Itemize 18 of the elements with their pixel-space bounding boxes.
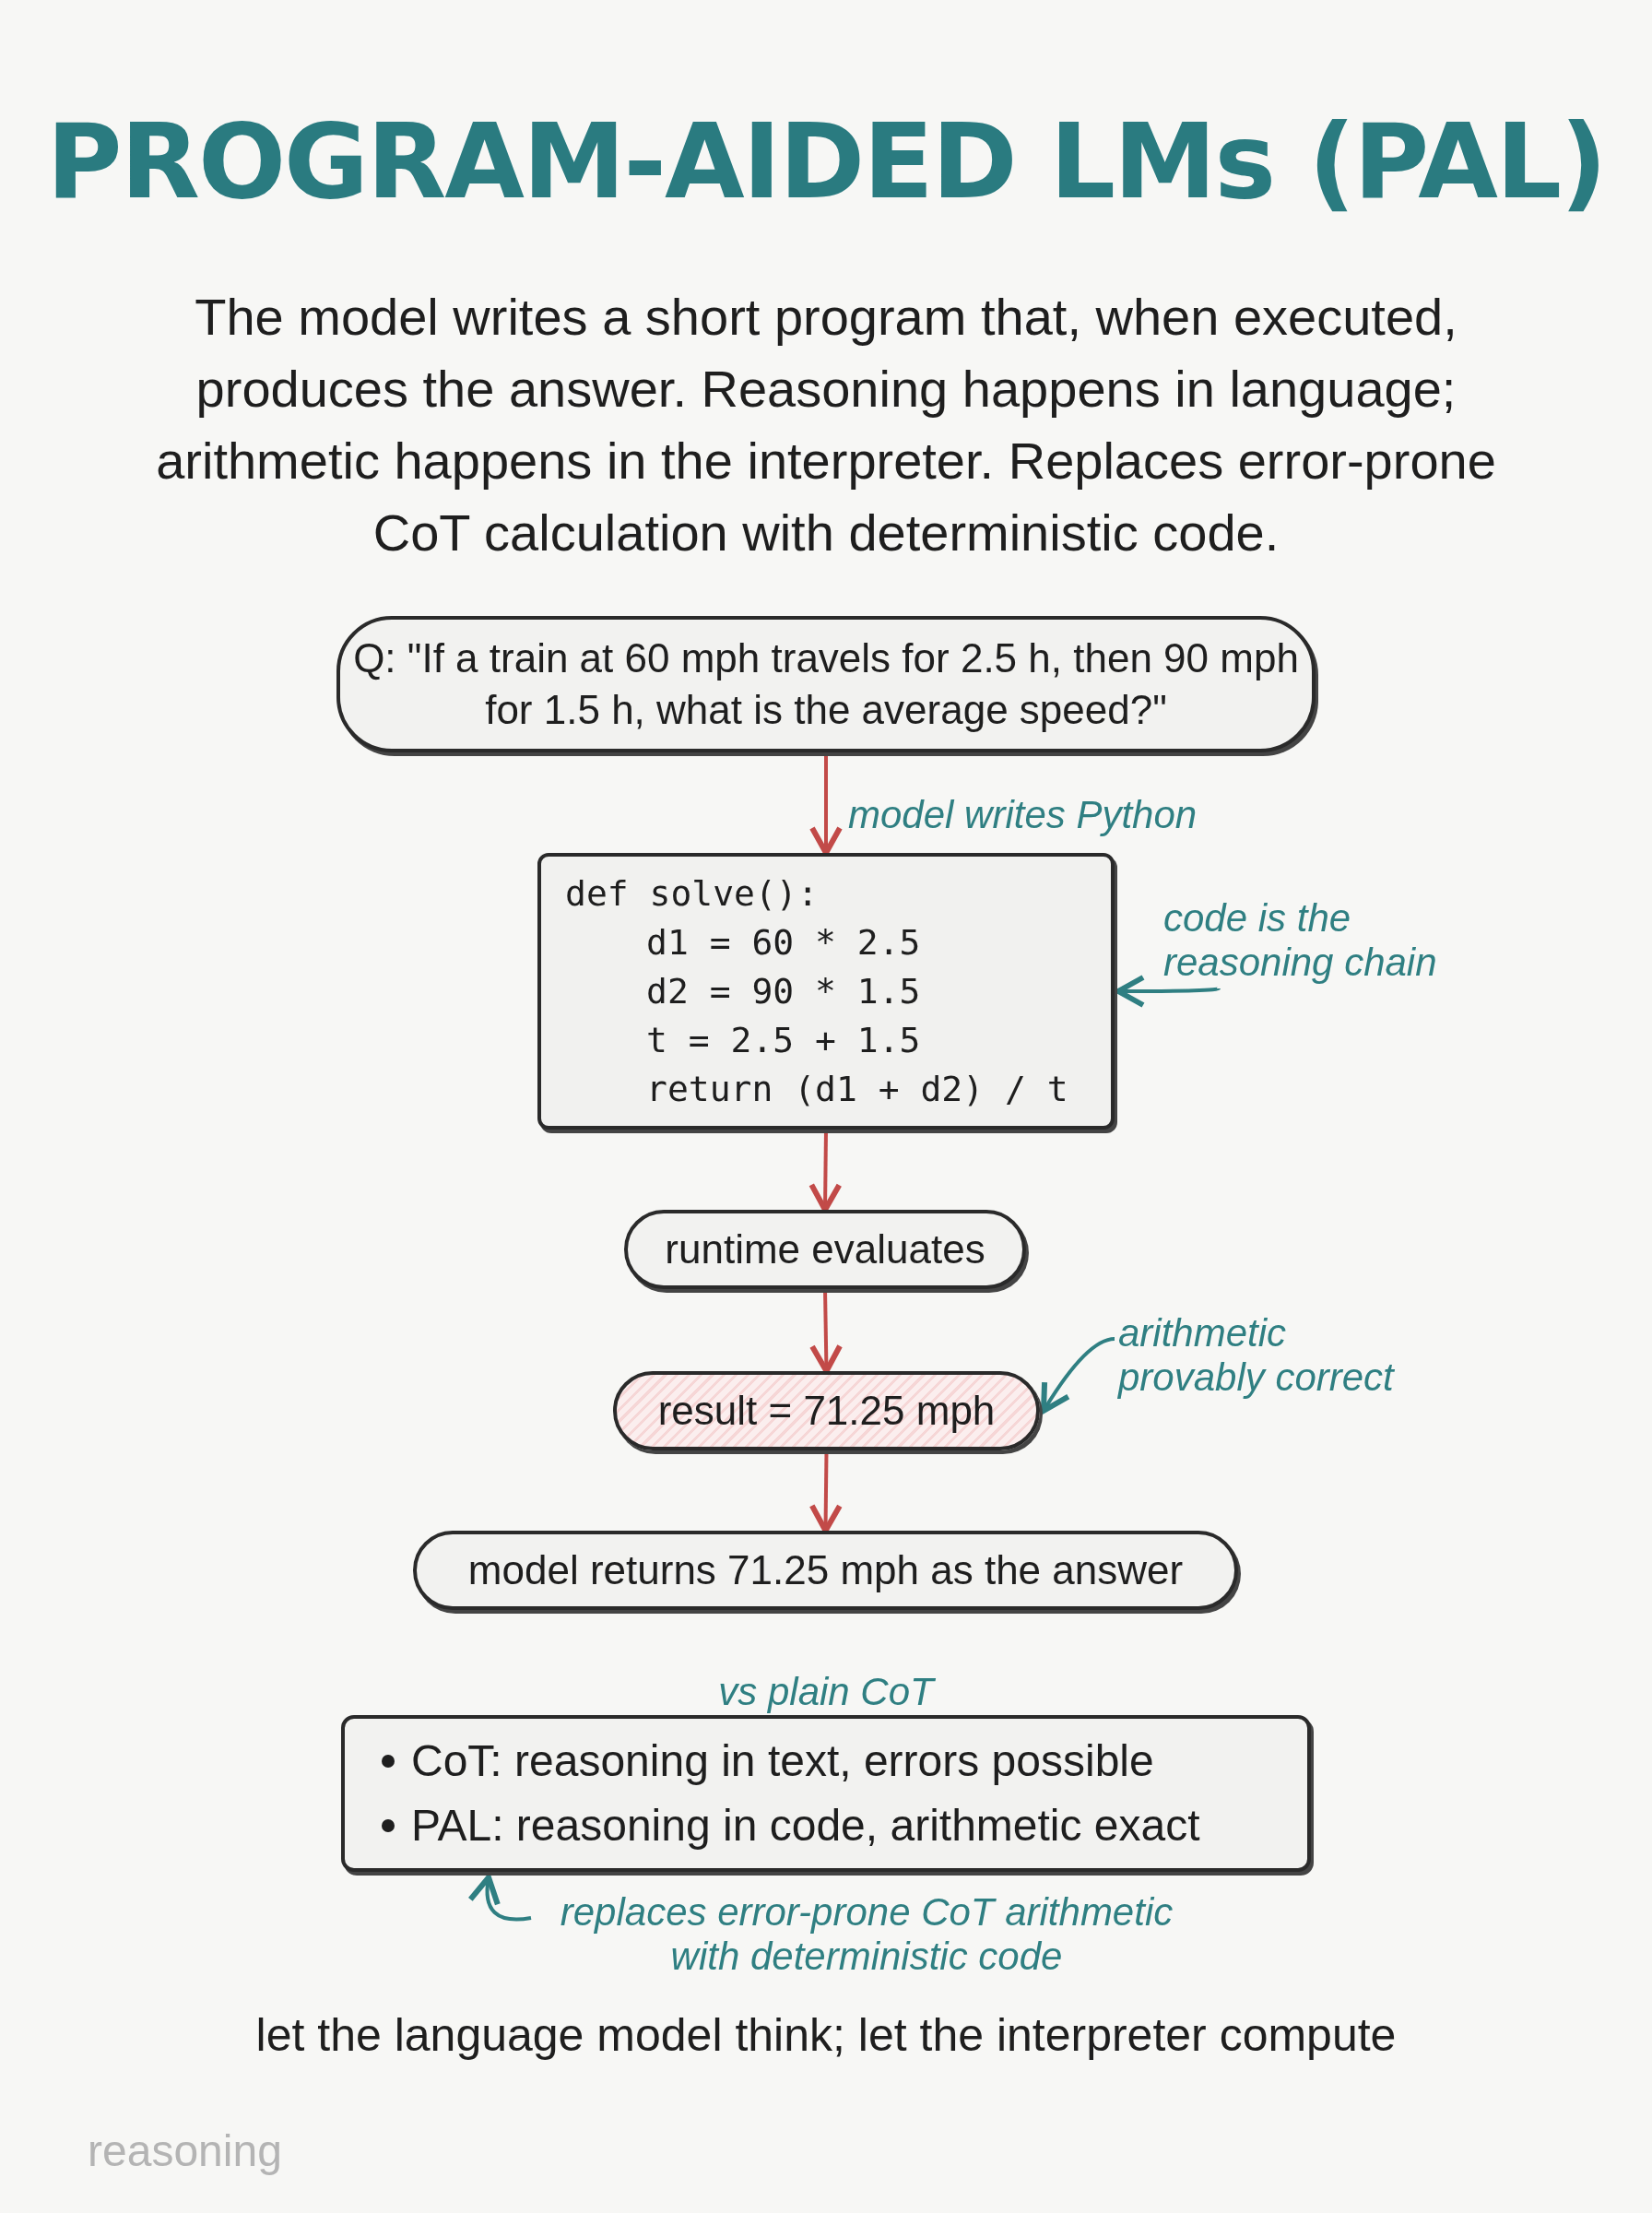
bullet-item: PAL: reasoning in code, arithmetic exact	[411, 1800, 1200, 1852]
bullet-item: CoT: reasoning in text, errors possible	[411, 1735, 1154, 1787]
callout-note: code is the reasoning chain	[1163, 896, 1438, 985]
code-line: return (d1 + d2) / t	[645, 1067, 1068, 1111]
callout-note: replaces error-prone CoT arithmetic with deterministic code	[559, 1890, 1174, 1979]
callout-note: arithmetic provably correct	[1118, 1311, 1396, 1400]
code-line: def solve():	[565, 871, 819, 916]
tagline-text: let the language model think; let the interpreter compute	[254, 2008, 1398, 2062]
arrow	[1115, 974, 1220, 1008]
description-text: The model writes a short program that, when executed, produces the answer. Reasoning happens in language; arithmetic happens in the interpreter. Replaces error-prone CoT calculation with deterministic code.	[155, 287, 1497, 563]
title: PROGRAM-AIDED LMs (PAL)	[45, 101, 1607, 221]
code-line: d2 = 90 * 1.5	[645, 969, 921, 1013]
category-tag: reasoning	[88, 2125, 282, 2176]
code-line: t = 2.5 + 1.5	[645, 1018, 921, 1062]
section-heading: vs plain CoT	[717, 1669, 937, 1715]
arrow	[1041, 1337, 1115, 1414]
code-line: d1 = 60 * 2.5	[645, 920, 921, 964]
arrow	[468, 1875, 532, 1922]
